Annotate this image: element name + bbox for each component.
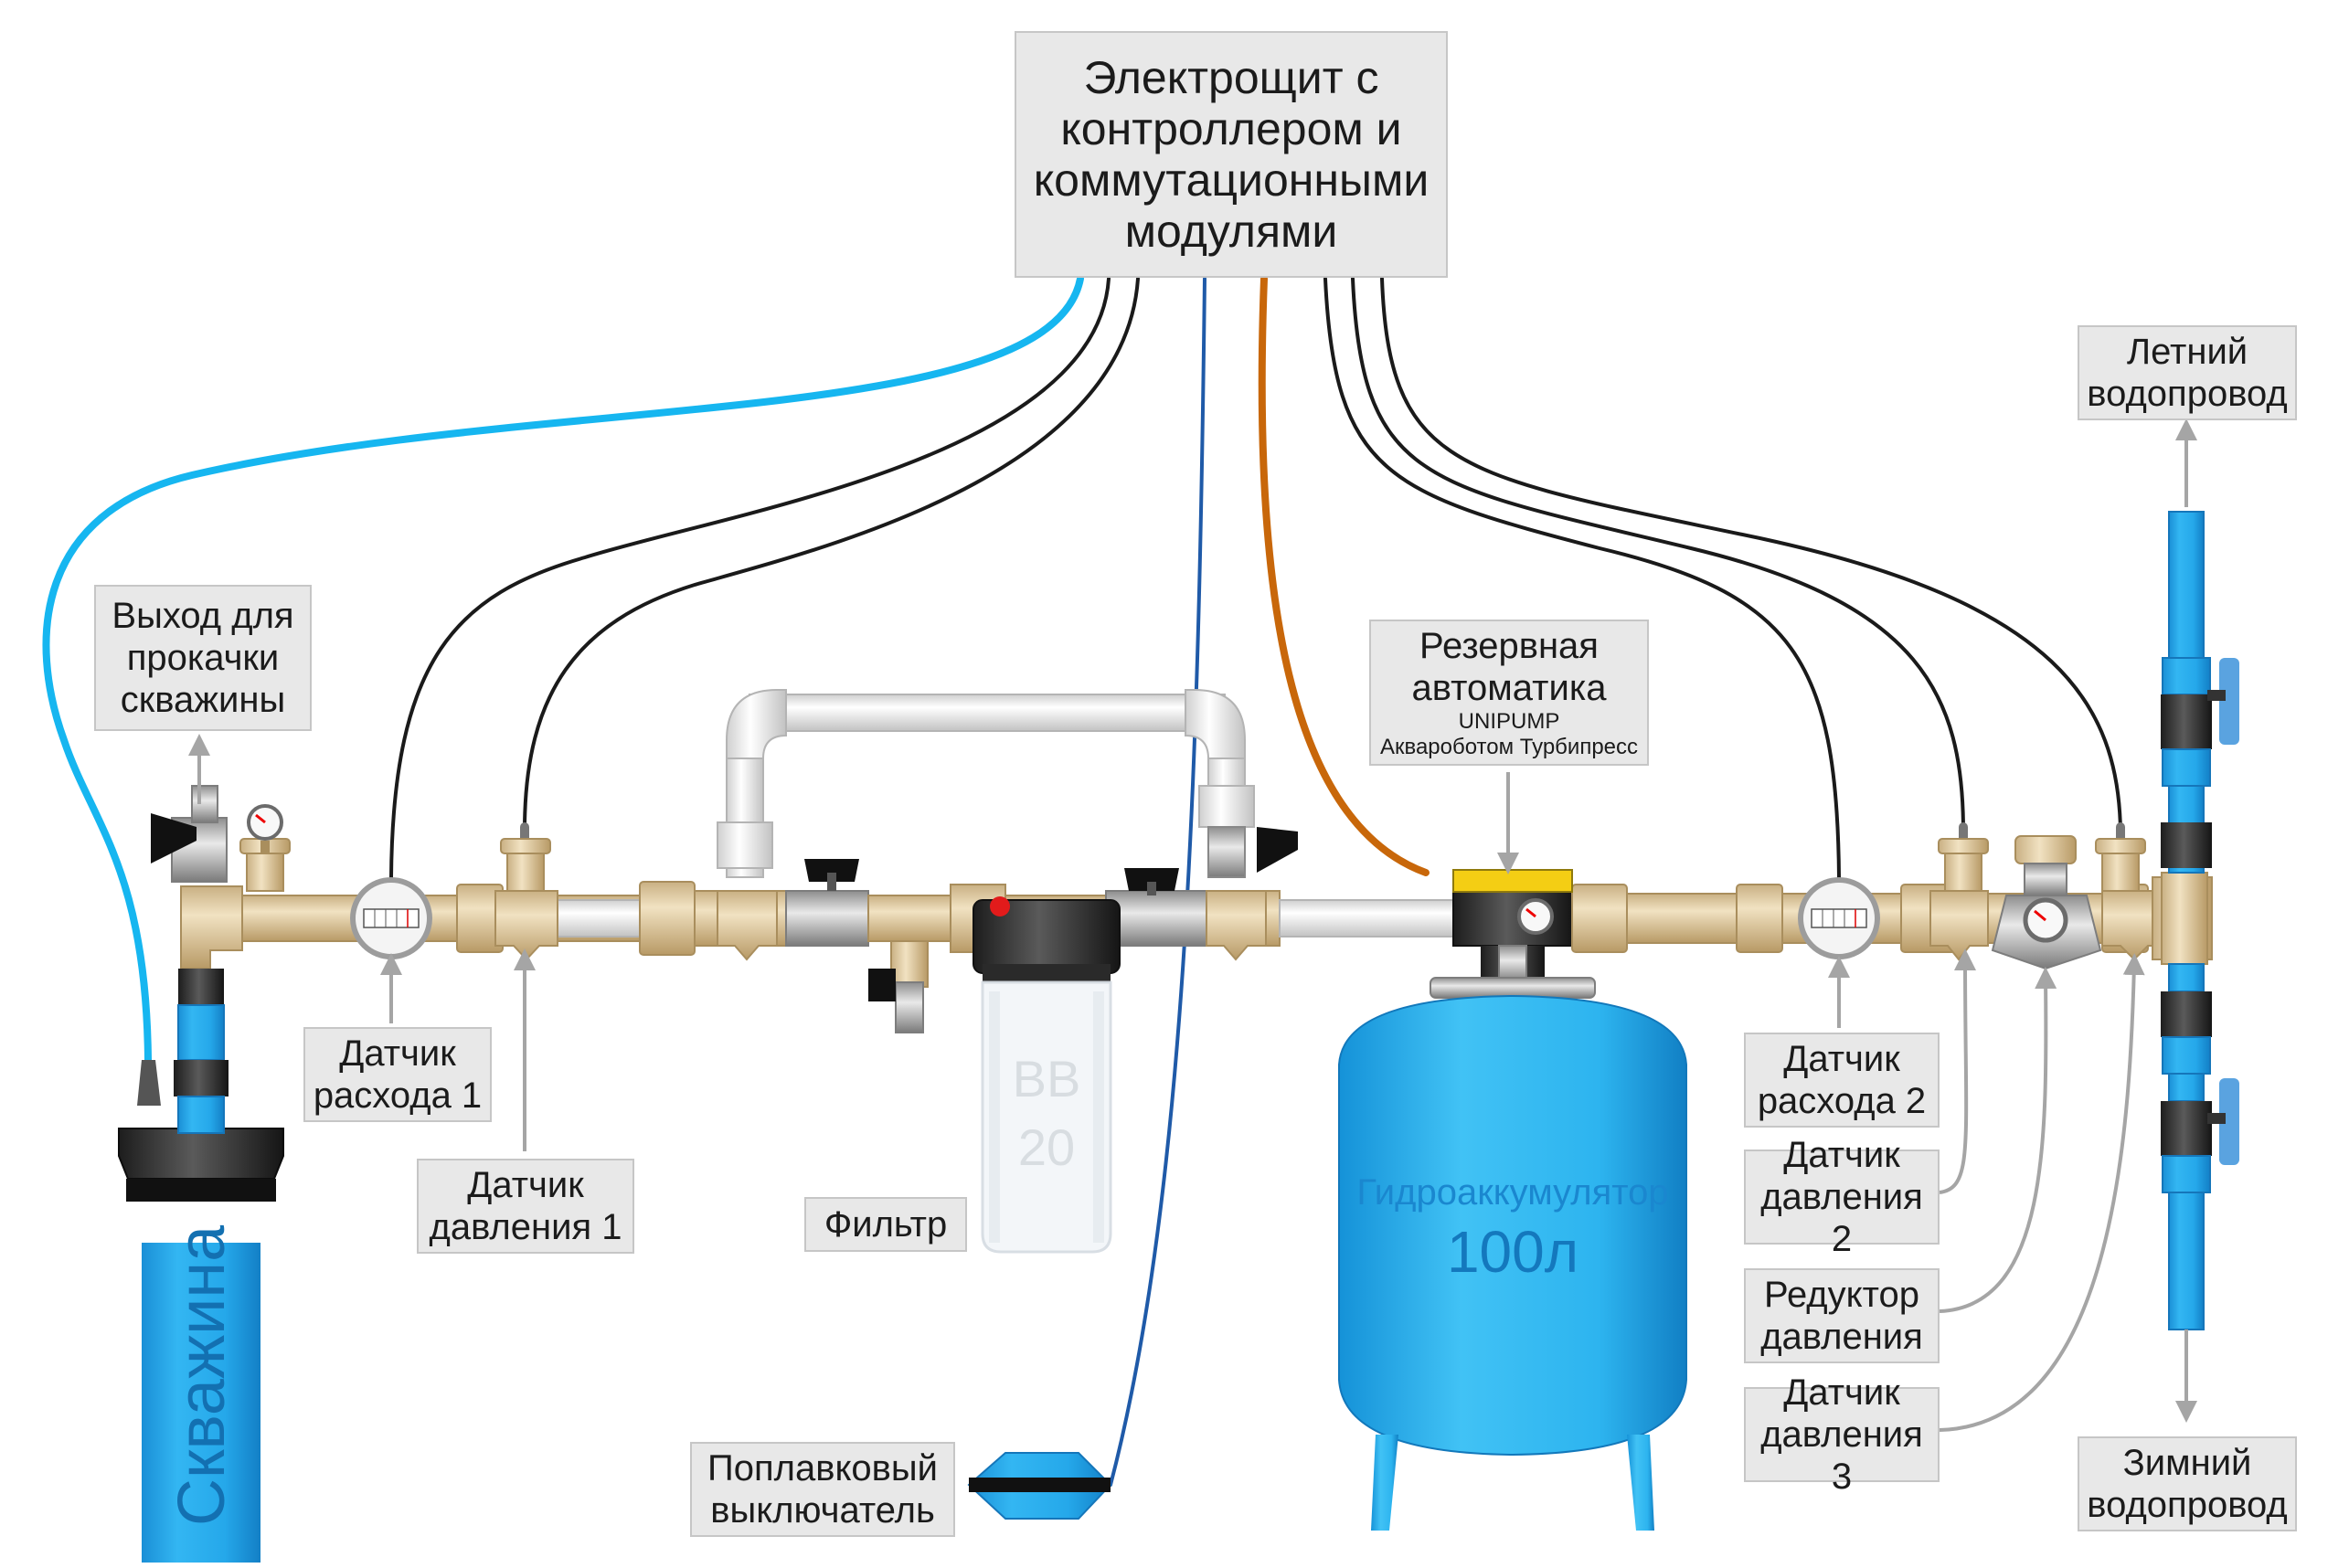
pressure-sensor-2-box: Датчик давления 2 — [1744, 1135, 1940, 1259]
cable-backup-automatic — [1258, 275, 1430, 876]
backup-automatic-brand: UNIPUMP — [1458, 709, 1560, 734]
pressure-sensor-2-label: Датчик давления 2 — [1760, 1135, 1923, 1259]
pressure-reducer-box: Редуктор давления — [1744, 1268, 1940, 1363]
winter-pipe-label: Зимний водопровод — [2087, 1443, 2288, 1525]
well-label: Скважина — [165, 1224, 239, 1526]
well: Скважина — [118, 969, 284, 1563]
pressure-reducer-device — [1991, 835, 2102, 970]
flow-sensor-1-label: Датчик расхода 1 — [313, 1033, 483, 1116]
filter-housing: BB 20 — [973, 896, 1121, 1254]
filter-box: Фильтр — [804, 1197, 967, 1252]
tank-volume: 100л — [1447, 1219, 1578, 1285]
filter-valves — [804, 827, 1298, 895]
flow-meter-1 — [350, 877, 432, 959]
winter-pipe-box: Зимний водопровод — [2078, 1436, 2297, 1531]
backup-automatic-title: Резервная автоматика — [1411, 626, 1607, 708]
well-flush-valve — [151, 785, 283, 883]
cable-plug-well — [137, 1060, 161, 1106]
pointer-arrows — [188, 418, 2197, 1432]
tank-name: Гидроаккумулятор — [1356, 1172, 1668, 1213]
cable-flow-sensor-2 — [1323, 277, 1841, 879]
cable-pressure-sensor-1 — [523, 277, 1140, 829]
cable-pressure-sensor-2 — [1351, 277, 1965, 833]
cable-flow-sensor-1 — [389, 277, 1111, 879]
cables — [42, 275, 2125, 1487]
float-switch-box: Поплавковый выключатель — [690, 1442, 955, 1537]
pressure-reducer-label: Редуктор давления — [1760, 1275, 1923, 1357]
well-flush-label: Выход для прокачки скважины — [112, 596, 294, 720]
filter-label: Фильтр — [824, 1204, 948, 1245]
distribution-risers — [2161, 511, 2239, 1330]
float-switch-device — [967, 1452, 1112, 1520]
controller-box: Электрощит с контроллером и коммутационн… — [1015, 31, 1448, 278]
cable-pressure-sensor-3 — [1380, 277, 2122, 833]
filter-drain — [868, 940, 929, 1033]
backup-automatic-model: Аквароботом Турбипресс — [1379, 735, 1639, 759]
filter-size-line-1: BB — [1013, 1050, 1081, 1107]
summer-pipe-box: Летний водопровод — [2078, 325, 2297, 420]
tee-valves — [239, 838, 2146, 892]
flow-sensor-1-box: Датчик расхода 1 — [303, 1027, 492, 1122]
pressure-sensor-1-box: Датчик давления 1 — [417, 1159, 634, 1254]
flow-sensor-2-box: Датчик расхода 2 — [1744, 1033, 1940, 1128]
main-pipeline — [180, 872, 2213, 969]
flow-sensor-2-label: Датчик расхода 2 — [1757, 1039, 1927, 1121]
filter-size-line-2: 20 — [1018, 1118, 1075, 1176]
hydro-accumulator: Гидроаккумулятор 100л — [1338, 945, 1687, 1531]
well-flush-box: Выход для прокачки скважины — [94, 585, 312, 731]
backup-automatic-box: Резервная автоматика UNIPUMP Аквароботом… — [1369, 620, 1649, 766]
controller-label: Электрощит с контроллером и коммутационн… — [1033, 52, 1430, 257]
pressure-sensor-3-label: Датчик давления 3 — [1760, 1372, 1923, 1497]
summer-pipe-label: Летний водопровод — [2087, 332, 2288, 414]
float-switch-label: Поплавковый выключатель — [707, 1448, 939, 1531]
flow-meter-2 — [1798, 877, 1880, 959]
bypass-loop — [717, 689, 1255, 878]
pressure-sensor-3-box: Датчик давления 3 — [1744, 1372, 1940, 1497]
cable-well-pump — [42, 275, 1084, 1064]
pressure-sensor-1-label: Датчик давления 1 — [429, 1165, 622, 1247]
